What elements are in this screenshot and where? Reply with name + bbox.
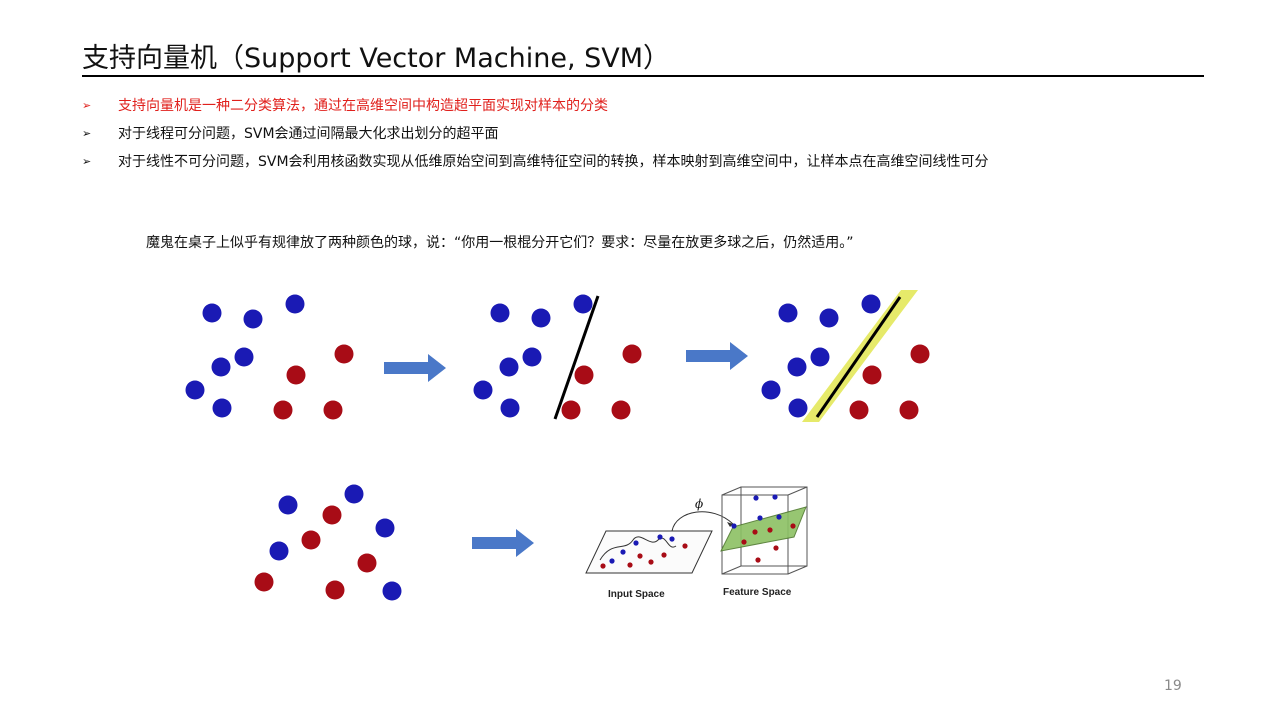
input-space-label: Input Space — [608, 589, 665, 600]
bullet-arrow-icon: ➢ — [82, 127, 92, 140]
red-sample — [752, 529, 758, 535]
red-sample — [682, 543, 688, 549]
input-space-plane — [585, 530, 713, 574]
right-arrow-icon — [384, 354, 446, 382]
red-sample — [755, 557, 761, 563]
devil-quote: 魔鬼在桌子上似乎有规律放了两种颜色的球，说：“你用一根棍分开它们？要求：尽量在放… — [146, 235, 854, 251]
blue-point — [344, 484, 364, 504]
red-point — [273, 400, 293, 420]
blue-point — [211, 357, 231, 377]
red-point — [574, 365, 594, 385]
blue-sample — [776, 514, 782, 520]
blue-point — [243, 309, 263, 329]
blue-point — [778, 303, 798, 323]
page-number: 19 — [1164, 678, 1182, 694]
red-sample — [627, 562, 633, 568]
bullet-arrow-icon: ➢ — [82, 99, 92, 112]
blue-point — [861, 294, 881, 314]
red-point — [334, 344, 354, 364]
hyperplane-line — [815, 296, 902, 418]
red-point — [849, 400, 869, 420]
red-point — [561, 400, 581, 420]
blue-sample — [669, 536, 675, 542]
red-point — [325, 580, 345, 600]
blue-point — [185, 380, 205, 400]
panel-separating-line — [473, 294, 642, 420]
blue-point — [285, 294, 305, 314]
blue-sample — [753, 495, 759, 501]
blue-point — [787, 357, 807, 377]
blue-sample — [609, 558, 615, 564]
nonlinear-boundary — [599, 536, 677, 561]
blue-point — [490, 303, 510, 323]
panel-nonlinear-points — [254, 484, 402, 601]
blue-point — [500, 398, 520, 418]
blue-point — [212, 398, 232, 418]
blue-point — [375, 518, 395, 538]
blue-point — [531, 308, 551, 328]
kernel-mapping-diagram: ϕ Input Space Feature Space — [585, 486, 808, 600]
blue-sample — [757, 515, 763, 521]
red-point — [910, 344, 930, 364]
phi-label: ϕ — [695, 497, 703, 511]
right-arrow-icon — [472, 529, 534, 557]
blue-point — [499, 357, 519, 377]
red-point — [286, 365, 306, 385]
feature-space-label: Feature Space — [723, 587, 792, 598]
blue-point — [202, 303, 222, 323]
red-sample — [773, 545, 779, 551]
blue-point — [573, 294, 593, 314]
red-sample — [648, 559, 654, 565]
blue-point — [473, 380, 493, 400]
blue-sample — [633, 540, 639, 546]
red-sample — [661, 552, 667, 558]
red-sample — [767, 527, 773, 533]
red-point — [301, 530, 321, 550]
right-arrow-icon — [686, 342, 748, 370]
red-point — [622, 344, 642, 364]
red-point — [611, 400, 631, 420]
blue-point — [234, 347, 254, 367]
blue-point — [819, 308, 839, 328]
bullet-text: 对于线性不可分问题，SVM会利用核函数实现从低维原始空间到高维特征空间的转换，样… — [118, 154, 989, 170]
blue-point — [761, 380, 781, 400]
blue-point — [382, 581, 402, 601]
red-point — [254, 572, 274, 592]
separating-hyperplane — [720, 506, 807, 552]
blue-point — [522, 347, 542, 367]
red-sample — [600, 563, 606, 569]
blue-point — [278, 495, 298, 515]
mapping-arrowhead — [727, 522, 733, 527]
red-point — [357, 553, 377, 573]
red-sample — [741, 539, 747, 545]
blue-sample — [772, 494, 778, 500]
panel-raw-points — [185, 294, 354, 420]
title-divider — [82, 75, 1204, 77]
blue-point — [269, 541, 289, 561]
bullet-text: 对于线程可分问题，SVM会通过间隔最大化求出划分的超平面 — [118, 126, 499, 142]
red-sample — [790, 523, 796, 529]
mapping-arrow — [671, 511, 734, 532]
blue-sample — [657, 534, 663, 540]
blue-point — [788, 398, 808, 418]
bullet-arrow-icon: ➢ — [82, 155, 92, 168]
red-point — [323, 400, 343, 420]
red-sample — [637, 553, 643, 559]
red-point — [862, 365, 882, 385]
red-point — [899, 400, 919, 420]
separator-line — [553, 295, 600, 420]
blue-point — [810, 347, 830, 367]
bullet-text: 支持向量机是一种二分类算法，通过在高维空间中构造超平面实现对样本的分类 — [118, 98, 608, 114]
panel-max-margin — [761, 290, 930, 422]
blue-sample — [731, 523, 737, 529]
red-point — [322, 505, 342, 525]
slide-title: 支持向量机（Support Vector Machine, SVM） — [82, 43, 671, 74]
blue-sample — [620, 549, 626, 555]
